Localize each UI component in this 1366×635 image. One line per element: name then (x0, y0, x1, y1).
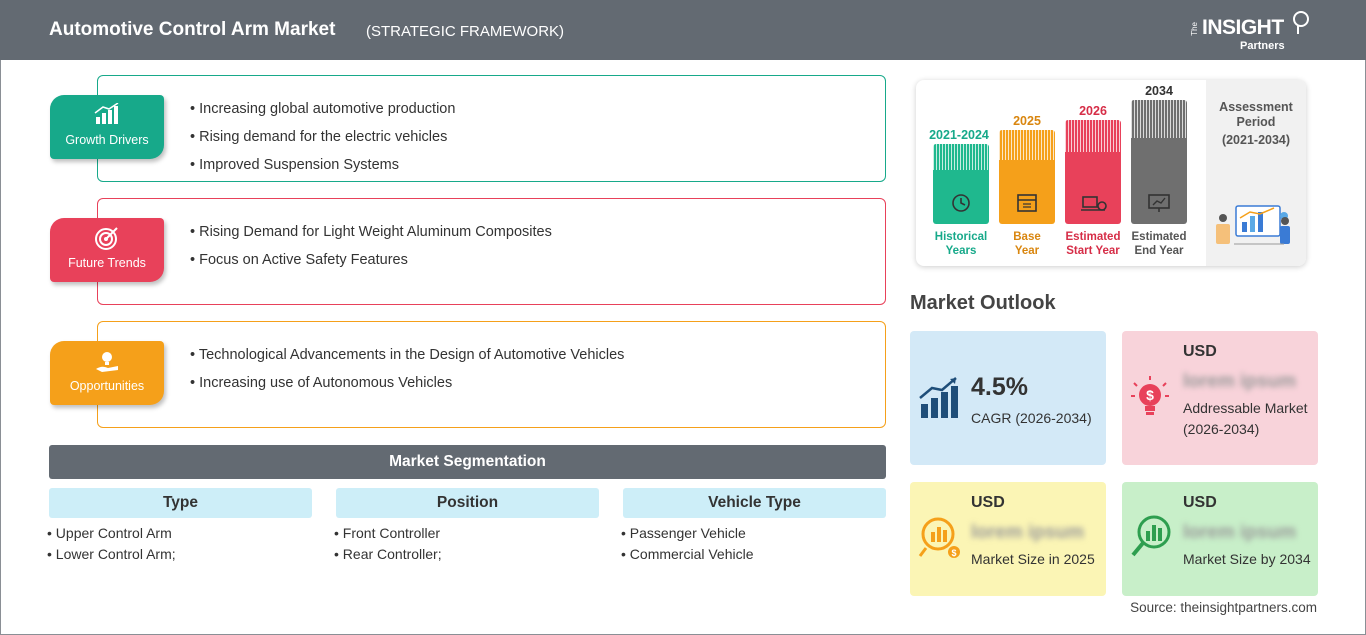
timeline-caption-line2: Year (1014, 245, 1040, 257)
assessment-range: (2021-2034) (1221, 133, 1291, 147)
blurred-value: lorem ipsum (971, 522, 1084, 543)
segment-list-vehicle-type: Passenger Vehicle Commercial Vehicle (621, 523, 754, 565)
list-item: Rising Demand for Light Weight Aluminum … (190, 218, 552, 246)
opportunities-badge: Opportunities (50, 341, 164, 405)
cagr-value: 4.5% (971, 373, 1028, 401)
segment-list-position: Front Controller Rear Controller; (334, 523, 442, 565)
list-item: Increasing use of Autonomous Vehicles (190, 369, 624, 397)
segment-head-position: Position (336, 488, 599, 518)
timeline-caption-line1: Base (1013, 231, 1041, 243)
page-title: Automotive Control Arm Market (49, 19, 336, 40)
assessment-period-panel: Assessment Period (2021-2034) (1206, 80, 1306, 266)
timeline-caption-line1: Historical (934, 231, 988, 243)
timeline-caption-line1: Estimated (1065, 231, 1121, 243)
cagr-label: CAGR (2026-2034) (971, 410, 1092, 426)
magnifier-chart-icon (1131, 515, 1171, 557)
future-trends-list: Rising Demand for Light Weight Aluminum … (190, 218, 552, 274)
logo-partners: Partners (1240, 40, 1285, 52)
list-item: Front Controller (334, 523, 442, 544)
timeline-year: 2021-2024 (929, 128, 989, 142)
segment-list-type: Upper Control Arm Lower Control Arm; (47, 523, 176, 565)
timeline-year: 2025 (1013, 114, 1041, 128)
presentation-icon (1148, 194, 1170, 212)
source-text: Source: theinsightpartners.com (1130, 600, 1317, 615)
opportunities-list: Technological Advancements in the Design… (190, 341, 625, 397)
assessment-title: Assessment Period (1219, 100, 1293, 129)
list-item: Lower Control Arm; (47, 544, 176, 565)
list-item: Increasing global automotive production (190, 95, 455, 123)
opportunities-card: Technological Advancements in the Design… (97, 321, 886, 428)
list-item: Focus on Active Safety Features (190, 246, 552, 274)
blurred-value: lorem ipsum (1183, 522, 1296, 543)
list-item: Rear Controller; (334, 544, 442, 565)
logo-bulb-icon (1293, 11, 1309, 34)
calendar-icon (1017, 194, 1037, 212)
market-outlook-title: Market Outlook (910, 292, 1056, 314)
timeline-caption-line2: Start Year (1066, 245, 1120, 257)
timeline-caption-line2: End Year (1134, 245, 1184, 257)
cagr-card: 4.5% CAGR (2026-2034) (910, 331, 1106, 465)
badge-label: Growth Drivers (65, 133, 149, 147)
start-flag-icon (1081, 196, 1107, 211)
header-bar: Automotive Control Arm Market (STRATEGIC… (0, 0, 1366, 60)
market-size-2034-card: USD lorem ipsum Market Size by 2034 (1122, 482, 1318, 596)
timeline-year: 2026 (1079, 104, 1107, 118)
dollar-bulb-icon: $ (1131, 376, 1169, 415)
logo-text: INSIGHT (1202, 16, 1284, 39)
timeline-caption: Base Year (987, 230, 1067, 258)
market-size-2025-card: USD lorem ipsum $ Market Size in 2025 (910, 482, 1106, 596)
timeline-column-start (1065, 120, 1121, 224)
coin-chart-icon: $ (918, 517, 960, 558)
lightbulb-hand-icon (96, 352, 118, 372)
list-item: Improved Suspension Systems (190, 151, 455, 179)
analyst-dashboard-icon (1216, 205, 1290, 245)
market-size-2034-label: Market Size by 2034 (1183, 551, 1311, 567)
logo-the: The (1190, 22, 1199, 36)
badge-label: Opportunities (69, 379, 145, 393)
currency-label: USD (1183, 494, 1217, 511)
badge-label: Future Trends (68, 256, 146, 270)
assessment-timeline: 2021-2024 Historical Years 2025 Base Yea… (916, 80, 1306, 266)
history-icon (952, 194, 970, 212)
list-item: Commercial Vehicle (621, 544, 754, 565)
timeline-caption: Estimated Start Year (1053, 230, 1133, 258)
future-trends-card: Rising Demand for Light Weight Aluminum … (97, 198, 886, 305)
segment-head-type: Type (49, 488, 312, 518)
page-subtitle: (STRATEGIC FRAMEWORK) (366, 23, 565, 40)
list-item: Technological Advancements in the Design… (190, 341, 625, 369)
market-size-2025-label: Market Size in 2025 (971, 551, 1095, 567)
segment-head-vehicle-type: Vehicle Type (623, 488, 886, 518)
addressable-market-label: Addressable Market (2026-2034) (1183, 400, 1308, 437)
timeline-caption-line2: Years (945, 245, 977, 257)
growth-drivers-card: Increasing global automotive production … (97, 75, 886, 182)
addressable-market-card: USD lorem ipsum $ Addressable Market (20… (1122, 331, 1318, 465)
timeline-column-base (999, 130, 1055, 224)
currency-label: USD (971, 494, 1005, 511)
growth-drivers-badge: Growth Drivers (50, 95, 164, 159)
list-item: Upper Control Arm (47, 523, 176, 544)
list-item: Passenger Vehicle (621, 523, 754, 544)
list-item: Rising demand for the electric vehicles (190, 123, 455, 151)
blurred-value: lorem ipsum (1183, 371, 1296, 392)
growth-chart-icon (919, 377, 958, 418)
svg-text:$: $ (951, 548, 956, 558)
future-trends-badge: Future Trends (50, 218, 164, 282)
growth-chart-icon (94, 103, 119, 124)
currency-label: USD (1183, 343, 1217, 360)
target-icon (95, 227, 118, 250)
insight-partners-logo[interactable]: The INSIGHT Partners (1188, 10, 1313, 54)
timeline-year: 2034 (1145, 84, 1173, 98)
timeline-caption: Historical Years (921, 230, 1001, 258)
market-segmentation-header: Market Segmentation (49, 445, 886, 479)
svg-text:$: $ (1146, 387, 1154, 403)
growth-drivers-list: Increasing global automotive production … (190, 95, 455, 179)
timeline-column-end (1131, 100, 1187, 224)
timeline-caption-line1: Estimated (1131, 231, 1187, 243)
timeline-caption: Estimated End Year (1119, 230, 1199, 258)
